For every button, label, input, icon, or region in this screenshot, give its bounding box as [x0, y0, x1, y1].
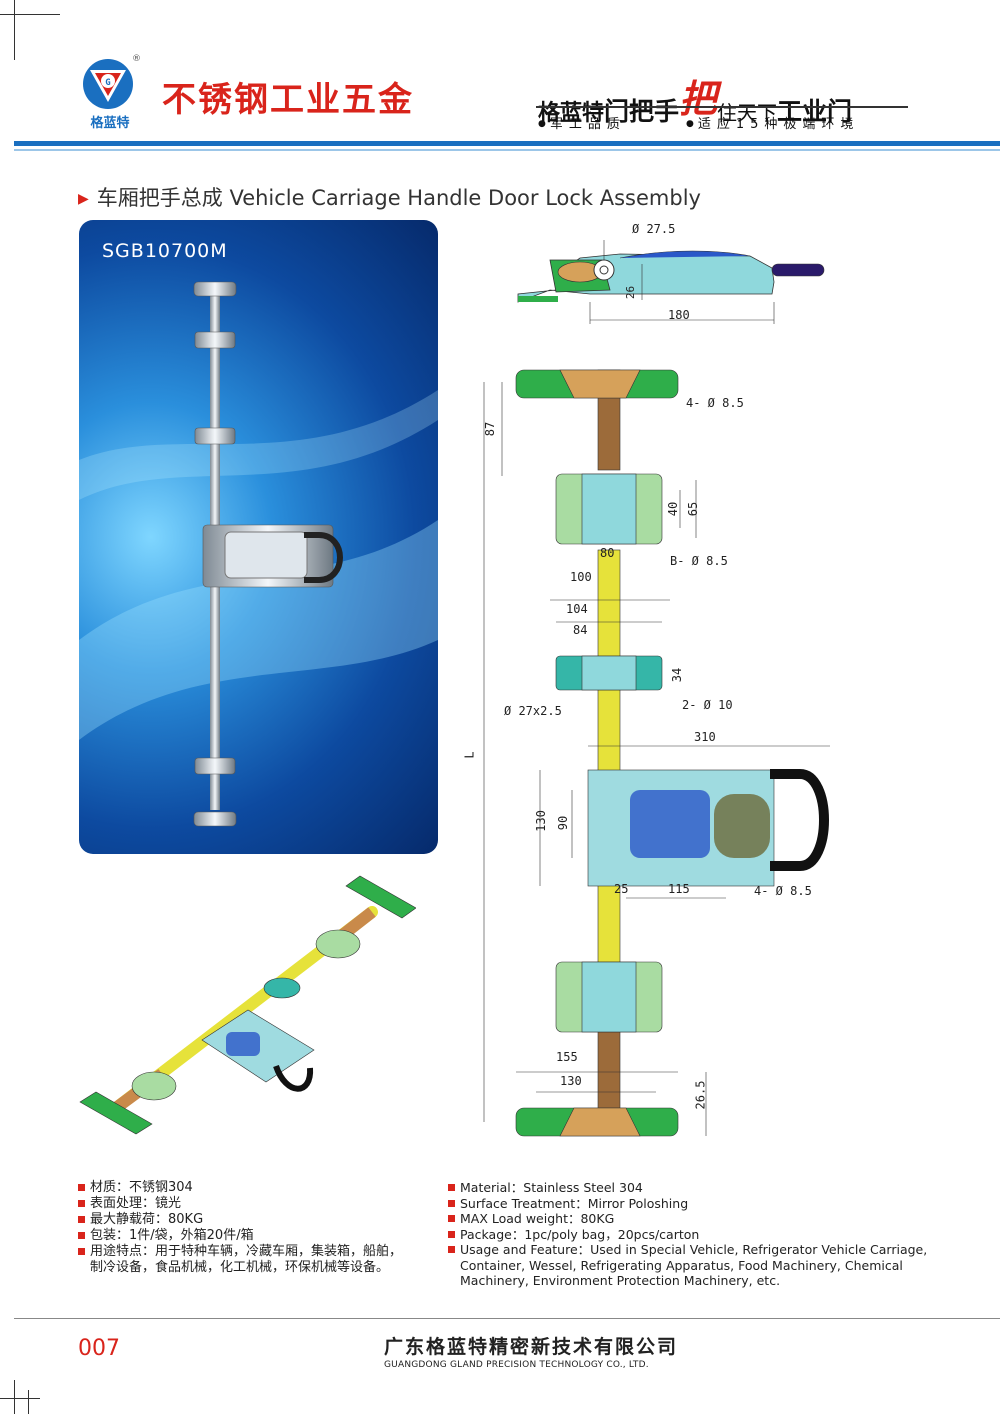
- spec-cn-item: 表面处理：镜光: [78, 1196, 438, 1212]
- section-title: ▶ 车厢把手总成 Vehicle Carriage Handle Door Loc…: [78, 182, 701, 212]
- slogan-underline: [536, 106, 908, 108]
- spec-en-continuation: Container, Wessel, Refrigerating Apparat…: [460, 1257, 903, 1273]
- dim-115: 115: [668, 882, 690, 896]
- product-model: SGB10700M: [102, 240, 228, 262]
- section-title-text: 车厢把手总成 Vehicle Carriage Handle Door Lock…: [96, 186, 701, 210]
- dim-top-h: 26: [624, 285, 638, 300]
- dim-holes-b: B- Ø 8.5: [670, 554, 728, 568]
- side-view-drawing: [517, 240, 825, 324]
- logo-text: 格蓝特: [90, 116, 130, 131]
- crop-mark: [14, 0, 15, 60]
- dim-90: 90: [556, 815, 571, 831]
- dim-40: 40: [666, 501, 681, 517]
- spec-en-item: Usage and Feature：Used in Special Vehicl…: [448, 1242, 968, 1258]
- specs-en: Material：Stainless Steel 304 Surface Tre…: [448, 1180, 968, 1289]
- header-divider-thin: [14, 149, 1000, 151]
- dim-80: 80: [600, 546, 615, 560]
- spec-en-continuation: Machinery, Environment Protection Machin…: [460, 1273, 781, 1288]
- page-title: 不锈钢工业五金: [162, 80, 414, 120]
- feature-2: 适应15种极端环境: [686, 113, 859, 132]
- dim-310: 310: [694, 730, 716, 744]
- dim-130: 130: [533, 810, 548, 832]
- dim-130b: 130: [560, 1074, 582, 1088]
- front-view-drawing: [483, 369, 830, 1137]
- dim-34: 34: [670, 667, 685, 683]
- spec-en-item: MAX Load weight：80KG: [448, 1211, 968, 1227]
- crop-mark: [28, 1390, 29, 1414]
- spec-cn-item: 包装：1件/袋，外箱20件/箱: [78, 1228, 438, 1244]
- dim-104: 104: [566, 602, 588, 616]
- dim-87: 87: [483, 421, 498, 437]
- footer-divider: [14, 1318, 1000, 1319]
- isometric-view-drawing: [79, 875, 416, 1135]
- dim-26-5: 26.5: [693, 1080, 708, 1110]
- dim-84: 84: [573, 623, 588, 637]
- company-name-en: GUANGDONG GLAND PRECISION TECHNOLOGY CO.…: [384, 1360, 649, 1370]
- dim-holes-4: 4- Ø 8.5: [686, 396, 744, 410]
- page-number: 007: [78, 1336, 120, 1361]
- crop-mark: [0, 14, 60, 15]
- spec-en-item: Surface Treatment：Mirror Poloshing: [448, 1196, 968, 1212]
- dim-65: 65: [686, 501, 701, 517]
- crop-mark: [0, 1398, 40, 1399]
- specs-cn: 材质：不锈钢304 表面处理：镜光 最大静载荷：80KG 包装：1件/袋，外箱2…: [78, 1180, 438, 1276]
- dim-holes-2: 2- Ø 10: [682, 698, 733, 712]
- company-name-cn: 广东格蓝特精密新技术有限公司: [384, 1336, 679, 1358]
- dim-tube: Ø 27x2.5: [504, 704, 562, 718]
- dim-top-dia: Ø 27.5: [632, 222, 676, 236]
- spec-cn-item: 用途特点：用于特种车辆，冷藏车厢，集装箱，船舶，: [78, 1244, 438, 1260]
- dim-100: 100: [570, 570, 592, 584]
- brand-logo: G: [82, 58, 134, 110]
- dim-155: 155: [556, 1050, 578, 1064]
- crop-mark: [14, 1380, 15, 1414]
- spec-en-item: Package：1pc/poly bag，20pcs/carton: [448, 1227, 968, 1243]
- registered-mark: ®: [132, 54, 141, 64]
- spec-cn-continuation: 制冷设备，食品机械，化工机械，环保机械等设备。: [90, 1260, 390, 1275]
- header-divider: [14, 141, 1000, 146]
- dim-holes-4b: 4- Ø 8.5: [754, 884, 812, 898]
- product-photo: [79, 220, 438, 854]
- spec-en-item: Material：Stainless Steel 304: [448, 1180, 968, 1196]
- triangle-bullet-icon: ▶: [78, 191, 89, 207]
- dim-top-w: 180: [668, 308, 690, 322]
- feature-1: 军工品质: [538, 113, 626, 132]
- spec-cn-item: 材质：不锈钢304: [78, 1180, 438, 1196]
- svg-text:G: G: [105, 78, 110, 88]
- spec-cn-item: 最大静载荷：80KG: [78, 1212, 438, 1228]
- dim-25: 25: [614, 882, 629, 896]
- dim-L: L: [462, 751, 477, 759]
- photo-art: [79, 281, 438, 827]
